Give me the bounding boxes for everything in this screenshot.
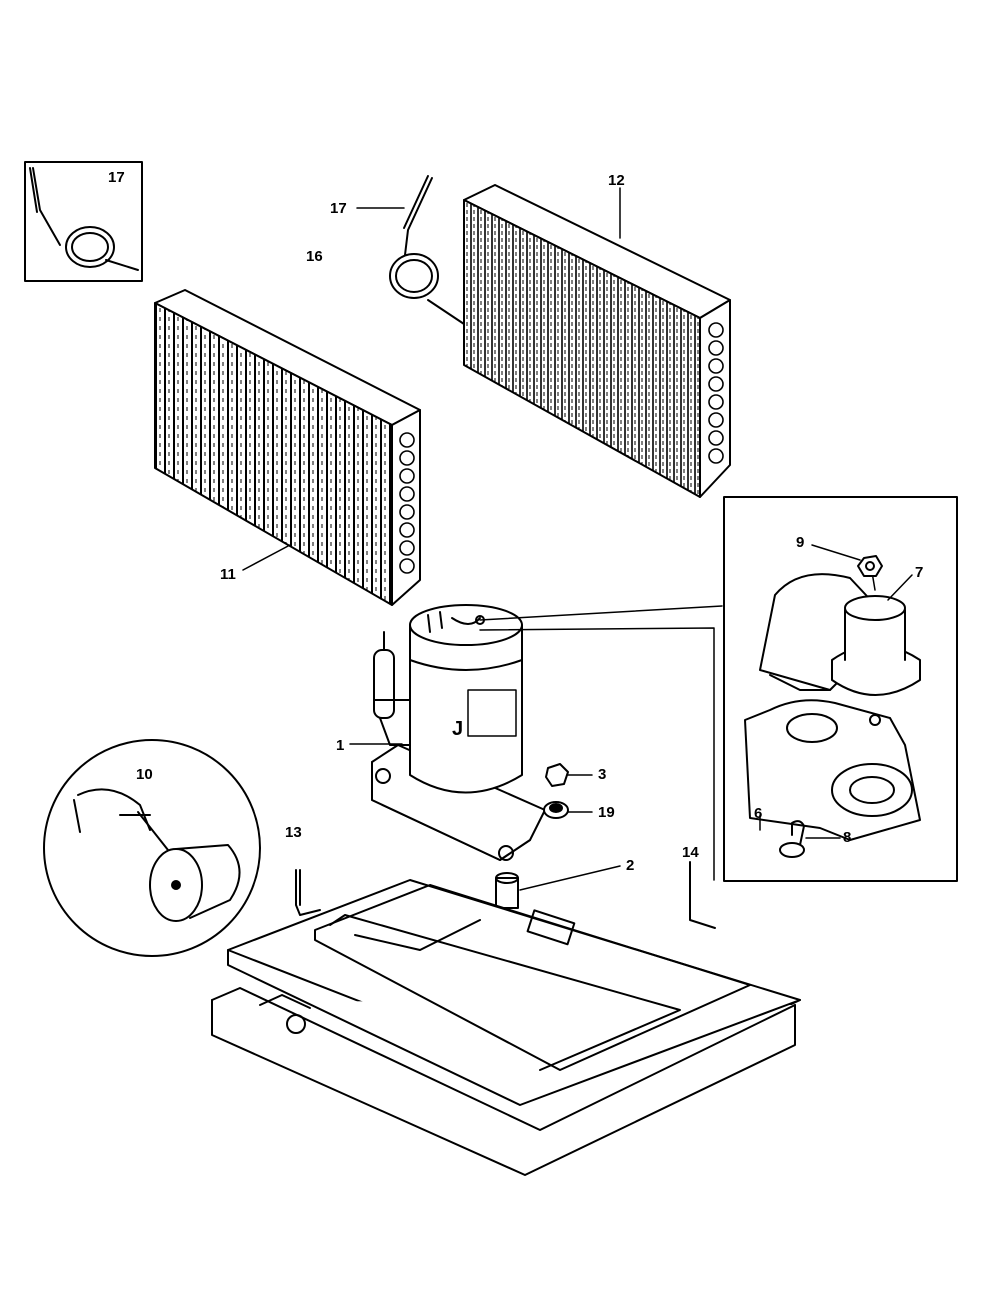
callout-13: 13 [285, 824, 302, 841]
capacitor-icon [73, 788, 241, 922]
overload-protector-icon [744, 699, 921, 841]
callout-12: 12 [608, 172, 625, 189]
callout-14: 14 [682, 844, 699, 861]
retainer-clip-icon [779, 820, 841, 858]
base-pan-icon [211, 861, 801, 1176]
callout-11: 11 [220, 566, 236, 583]
nut-icon [543, 763, 593, 819]
callout-7: 7 [915, 564, 924, 581]
coil-icon [463, 184, 731, 498]
compressor-icon: J [349, 604, 546, 861]
capillary-tube-icon [29, 167, 139, 271]
callout-3: 3 [598, 766, 607, 783]
terminal-cover-icon [759, 544, 921, 696]
capillary-inset [24, 161, 143, 282]
callout-8: 8 [843, 829, 852, 846]
grommet-icon [495, 865, 621, 909]
compressor-mark: J [452, 718, 463, 740]
coil-icon [154, 289, 421, 606]
capillary-tube-icon [356, 175, 471, 329]
callout-17: 17 [330, 200, 347, 217]
callout-10: 10 [136, 766, 153, 783]
callout-16: 16 [306, 248, 323, 265]
callout-17-inset: 17 [108, 169, 125, 186]
callout-2: 2 [626, 857, 635, 874]
callout-1: 1 [336, 737, 345, 754]
callout-6: 6 [754, 805, 763, 822]
capacitor-inset [43, 739, 261, 957]
callout-19: 19 [598, 804, 615, 821]
callout-9: 9 [796, 534, 805, 551]
terminal-cover-inset [723, 496, 958, 882]
